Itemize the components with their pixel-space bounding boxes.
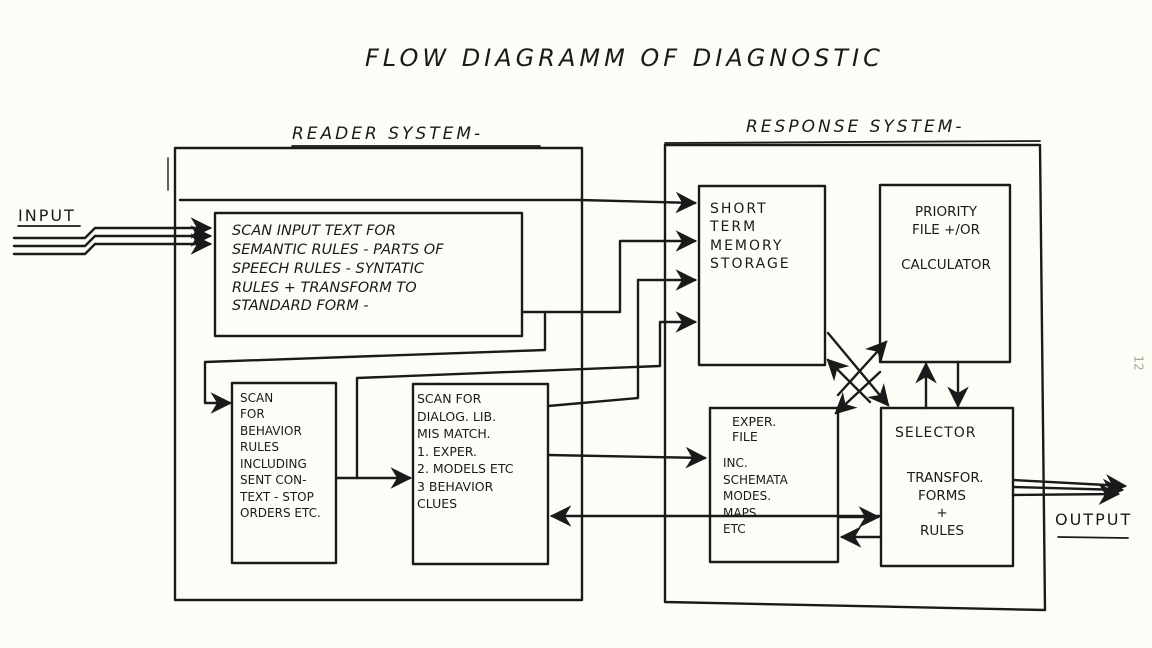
- scan-dialog-text: Scan for dialog. lib. mis match. 1. Expe…: [417, 391, 514, 511]
- selector-title: Selector: [895, 425, 977, 441]
- output-line-1: [1011, 474, 1128, 496]
- priority-file-text: Priority file +/or calculator: [901, 204, 991, 274]
- page-title: Flow Diagramm of Diagnostic: [365, 44, 884, 72]
- input-line-1: [12, 217, 213, 240]
- scan-behavior-text: Scan for behavior rules including sent c…: [240, 391, 321, 521]
- scan-input-text: Scan input text for semantic rules - par…: [232, 223, 444, 315]
- wire-memory-to-selector: [826, 331, 890, 407]
- short-term-memory-box: [697, 184, 827, 367]
- wire-scan-input-out: [520, 230, 698, 314]
- output-line-3: [1011, 483, 1121, 505]
- exper-file-box: [708, 406, 840, 564]
- wire-scan-input-loop: [203, 310, 547, 414]
- wire-dialog-to-memory: [546, 269, 698, 408]
- output-underline: [1057, 536, 1129, 539]
- selector-body: Transfor. forms + rules: [907, 470, 984, 539]
- reader-system-frame: [173, 146, 584, 602]
- wire-priority-to-exper: [834, 370, 882, 415]
- reader-system-label: Reader System-: [292, 124, 484, 144]
- input-line-3: [12, 233, 213, 256]
- wire-exper-to-priority: [836, 340, 888, 397]
- input-line-2: [12, 225, 213, 248]
- wire-selector-to-memory: [826, 358, 872, 404]
- scan-dialog-box: [411, 382, 550, 566]
- response-system-label: Response System-: [746, 117, 965, 137]
- wire-top-to-memory: [178, 191, 698, 214]
- short-term-memory-text: Short term memory storage: [710, 201, 791, 273]
- priority-file-box: [878, 183, 1012, 364]
- scan-behavior-box: [230, 381, 338, 565]
- wire-dialog-to-exper: [546, 446, 708, 469]
- output-label: OUTPUT: [1055, 510, 1133, 529]
- exper-file-title: Exper. file: [732, 414, 777, 444]
- page-number: 12: [1131, 355, 1146, 371]
- input-label: INPUT: [18, 206, 76, 225]
- scan-input-box: [213, 211, 524, 338]
- wire-behavior-up: [355, 311, 698, 480]
- response-label-underline: [664, 140, 1041, 144]
- output-line-2: [1011, 478, 1125, 501]
- exper-file-body: inc. schemata modes. maps. etc: [723, 456, 788, 537]
- response-system-frame: [663, 143, 1047, 612]
